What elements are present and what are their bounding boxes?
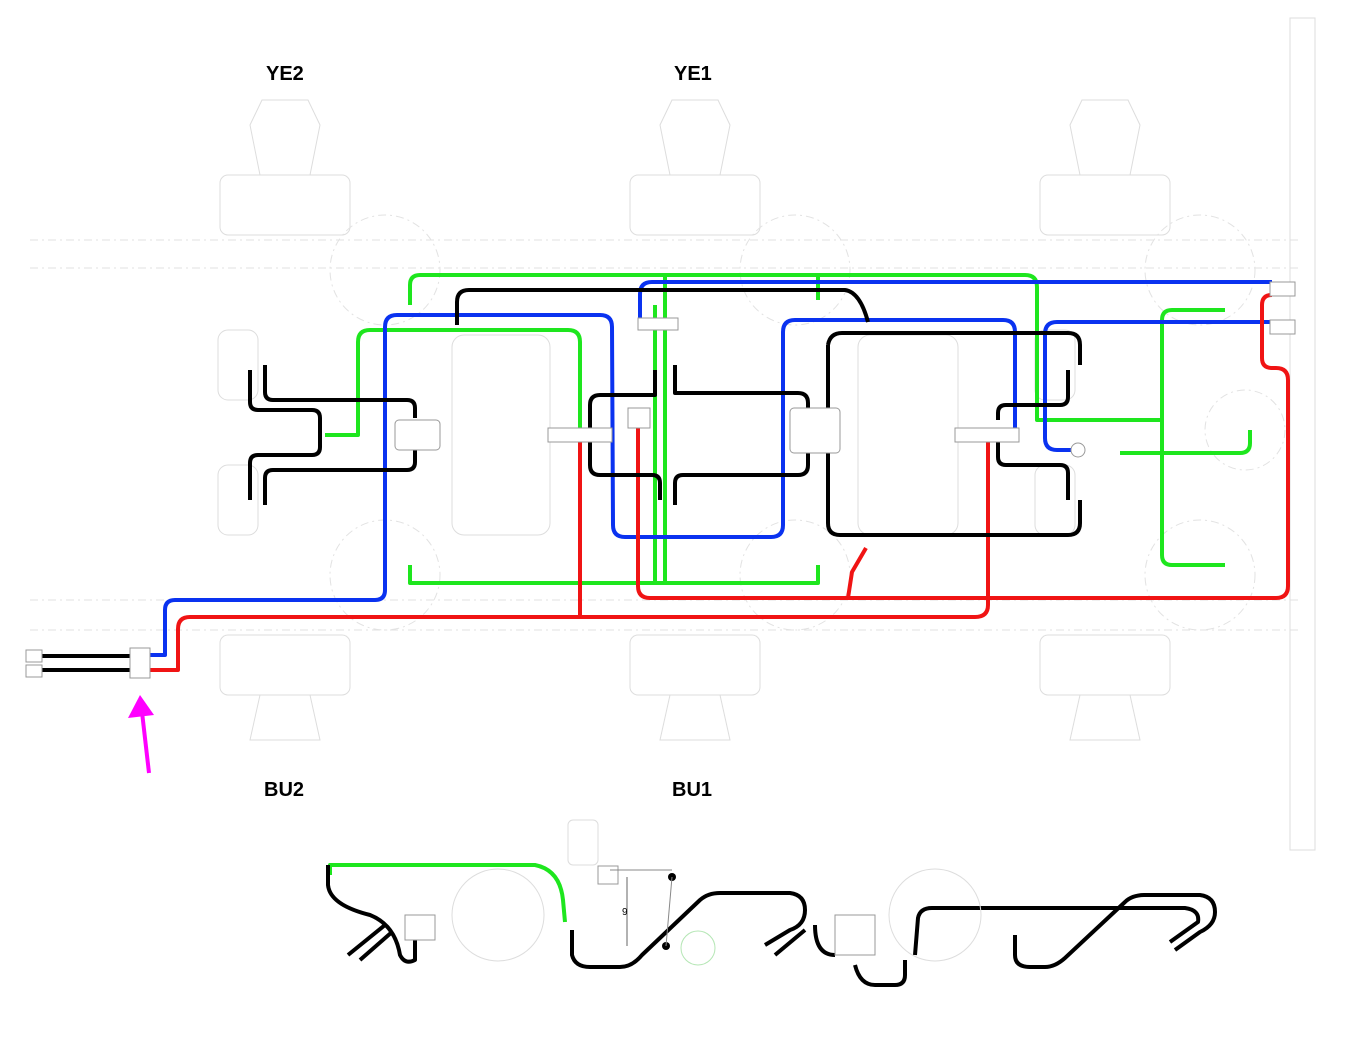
wheel-bu0 bbox=[1039, 634, 1171, 741]
dimension-value: 9 bbox=[622, 907, 628, 918]
pressure-valve bbox=[1070, 442, 1086, 458]
supply-lines-blue bbox=[150, 280, 1272, 657]
height-valve bbox=[597, 865, 619, 885]
brake-hoses-black bbox=[30, 288, 1217, 987]
coupling-head-blue-bottom bbox=[1269, 319, 1296, 335]
ebs-modulator bbox=[789, 407, 841, 454]
pointer-arrow bbox=[128, 695, 154, 774]
rear-coupling bbox=[129, 647, 151, 679]
emergency-lines-red bbox=[150, 293, 1290, 672]
wheel-bu2 bbox=[219, 634, 351, 741]
wheel-ye0 bbox=[1039, 99, 1171, 236]
axle-label-bu2: BU2 bbox=[264, 779, 305, 801]
tank-fitting-right bbox=[954, 427, 1020, 443]
air-tank-right bbox=[857, 334, 959, 536]
modulator-side bbox=[834, 914, 876, 956]
axle-label-ye1: YE1 bbox=[674, 63, 712, 85]
coupling-head-blue-top bbox=[1269, 281, 1296, 297]
relay-valve-left bbox=[394, 419, 441, 451]
wheel-ye2 bbox=[219, 99, 351, 236]
valve-center bbox=[627, 407, 651, 429]
tank-fitting-left bbox=[547, 427, 613, 443]
tee-fitting-top bbox=[637, 317, 679, 331]
valves-and-fittings bbox=[25, 281, 1296, 966]
axle-label-ye2: YE2 bbox=[266, 63, 304, 85]
chassis-background bbox=[30, 17, 1316, 851]
air-tank-left bbox=[451, 334, 551, 536]
wheel-bu1 bbox=[629, 634, 761, 741]
axle-label-bu1: BU1 bbox=[672, 779, 713, 801]
wheel-ye1 bbox=[629, 99, 761, 236]
relay-valve-side bbox=[404, 914, 436, 941]
